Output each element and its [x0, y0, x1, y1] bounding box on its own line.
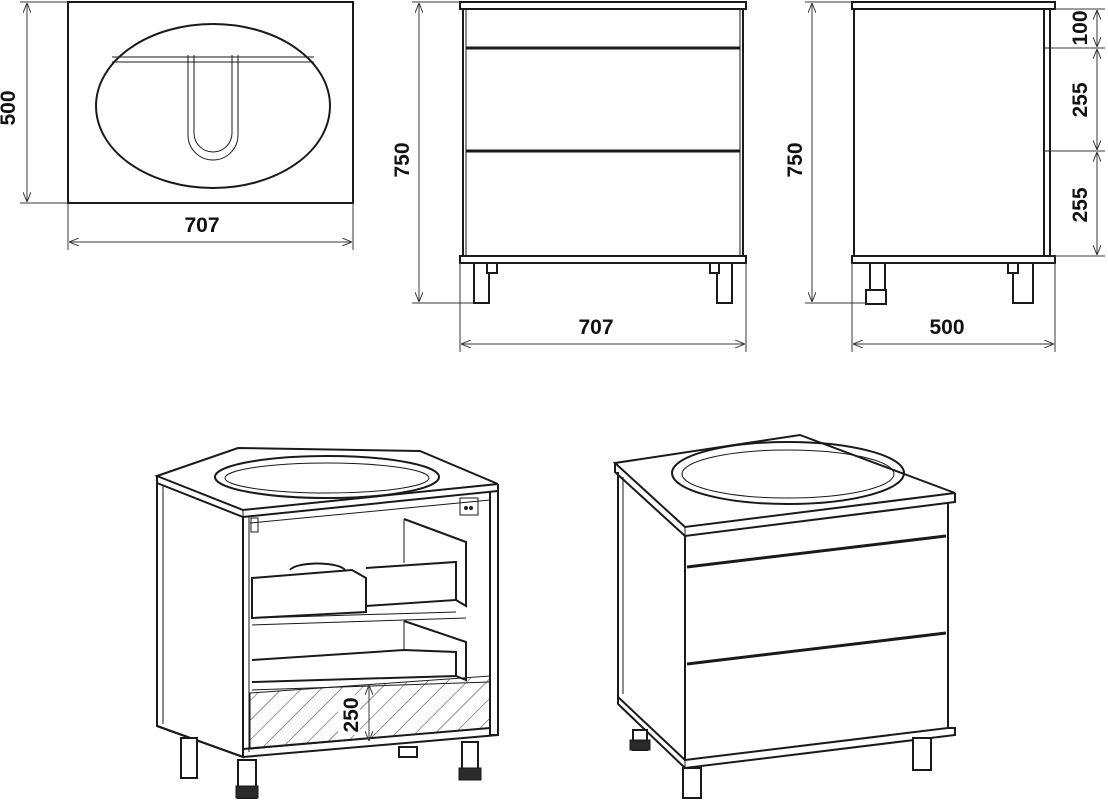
side-view-front-panel — [1043, 8, 1051, 257]
side-view: 100 255 255 500 750 — [784, 1, 1105, 352]
top-view: 707 500 — [0, 1, 354, 250]
open-view-socket-pin-1 — [464, 506, 468, 510]
closed-view-plinth — [617, 697, 956, 770]
side-view-sec-label-2: 255 — [1069, 82, 1092, 117]
open-view-leg-1 — [180, 737, 198, 779]
closed-view-front — [684, 502, 949, 762]
side-view-sec-label-3: 255 — [1069, 187, 1092, 222]
front-view-width-label: 707 — [578, 316, 613, 339]
open-view-right-side — [489, 491, 499, 736]
open-view-basin-inner — [224, 462, 430, 494]
closed-view-leg-3 — [912, 737, 932, 771]
open-cabinet-view: 250 — [154, 446, 499, 799]
open-view-leg-2-foot — [235, 785, 259, 799]
open-view-socket — [459, 497, 479, 516]
front-view-leg-right — [716, 262, 733, 304]
closed-view-drawer-line-1 — [686, 534, 947, 569]
open-view-basin — [214, 455, 440, 499]
front-view-leg-right-cap — [709, 262, 720, 274]
open-view-hinge — [250, 517, 259, 533]
side-view-leg-back — [869, 262, 886, 294]
closed-cabinet-view — [612, 433, 956, 799]
front-view-height-label: 750 — [391, 142, 414, 177]
side-view-leg-back-foot — [865, 289, 887, 305]
side-view-depth-label: 500 — [929, 316, 964, 339]
closed-view-basin — [671, 441, 905, 505]
top-view-basin — [95, 23, 331, 189]
front-view-leg-left — [473, 262, 490, 304]
open-view-countertop-top — [154, 446, 499, 512]
open-view-back-top — [249, 499, 491, 524]
open-view-leg-3 — [398, 746, 418, 758]
closed-view-leg-1-foot — [629, 739, 651, 751]
closed-view-drawer-line-2 — [686, 631, 947, 666]
closed-view-leg-2 — [682, 767, 702, 799]
front-view-countertop — [459, 1, 747, 10]
side-view-height-label: 750 — [784, 142, 807, 177]
top-view-outline — [67, 1, 354, 204]
side-view-countertop — [851, 1, 1056, 10]
open-view-socket-pin-2 — [469, 506, 473, 510]
front-view-plinth — [459, 255, 747, 264]
open-view-clearance-label: 250 — [340, 697, 363, 732]
open-view-left-side — [156, 483, 244, 759]
top-view-width-label: 707 — [184, 214, 219, 237]
front-view-body — [462, 8, 744, 257]
front-view-leg-left-cap — [486, 262, 498, 274]
closed-view-countertop-top — [612, 433, 956, 529]
side-view-plinth — [851, 255, 1056, 264]
closed-view-basin-inner — [681, 449, 895, 499]
open-view-bottom — [156, 725, 499, 759]
open-view-upper-drawer — [251, 518, 467, 626]
top-view-drain-slot — [187, 55, 239, 161]
closed-view-left-side — [617, 472, 686, 761]
side-view-leg-front-cap — [1007, 262, 1019, 274]
side-view-sec-label-1: 100 — [1069, 10, 1092, 45]
top-view-depth-label: 500 — [0, 90, 20, 125]
top-view-drain-slot-inner — [193, 55, 233, 153]
open-view-leg-4-foot — [458, 767, 482, 781]
side-view-body — [853, 8, 1045, 257]
front-view: 707 750 — [391, 1, 747, 352]
open-view-clearance-label-bg — [338, 695, 360, 735]
